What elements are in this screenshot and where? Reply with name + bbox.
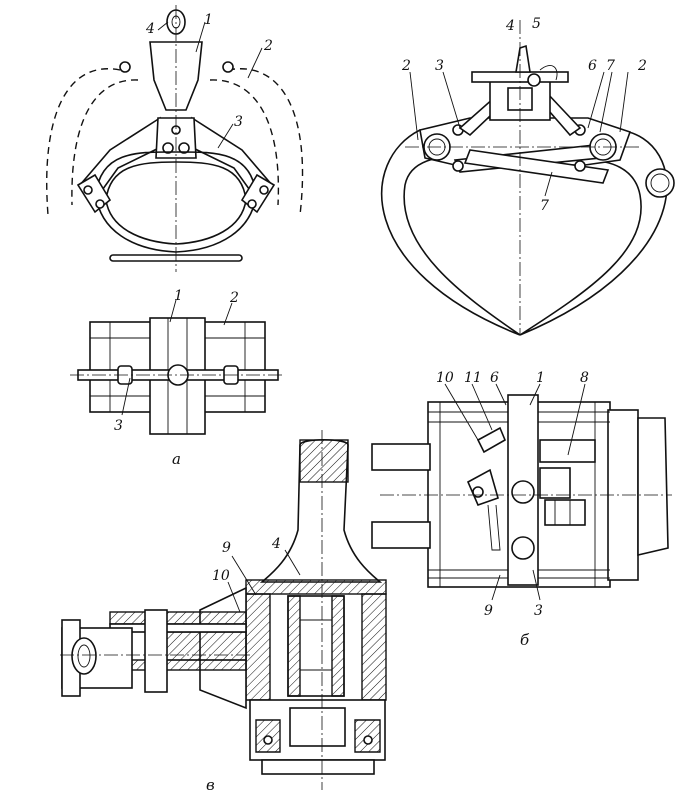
label-a-plan-2: 2	[229, 290, 239, 306]
caption-view-c: в	[206, 776, 215, 794]
label-b-plan-10: 10	[436, 370, 454, 386]
label-a-plan-1: 1	[174, 288, 183, 304]
labels-view-c: 4 9 10	[212, 536, 281, 584]
view-a-grab-front	[46, 5, 304, 272]
label-b-6: 6	[588, 58, 597, 74]
label-a-plan-3: 3	[114, 418, 123, 434]
label-a-3: 3	[234, 114, 243, 130]
leader-lines	[121, 21, 629, 613]
view-a-grab-plan	[70, 317, 285, 435]
caption-view-b: б	[520, 631, 530, 649]
label-b-3: 3	[435, 58, 444, 74]
labels-view-a-plan: 1 2 3	[114, 288, 239, 434]
label-b-2-left: 2	[401, 58, 411, 74]
label-c-9: 9	[222, 540, 231, 556]
label-b-7-bottom: 7	[540, 198, 549, 214]
view-captions: а б в	[172, 450, 530, 794]
label-b-plan-1: 1	[536, 370, 545, 386]
label-b-5: 5	[532, 16, 541, 32]
label-b-7-top: 7	[606, 58, 615, 74]
label-b-4: 4	[505, 18, 515, 34]
label-b-plan-3: 3	[534, 603, 543, 619]
label-c-10: 10	[212, 568, 230, 584]
label-a-1: 1	[204, 12, 213, 28]
view-b-grab-plan	[371, 394, 672, 588]
caption-view-a: а	[172, 450, 181, 468]
view-b-grab-front	[381, 20, 675, 336]
label-a-2: 2	[263, 38, 273, 54]
labels-view-b-top: 4 5 2 3 6 7 2 7	[401, 16, 647, 214]
label-c-4: 4	[271, 536, 281, 552]
labels-view-b-plan: 10 11 6 1 8 9 3	[436, 370, 589, 619]
label-b-2-right: 2	[637, 58, 647, 74]
label-b-plan-9: 9	[484, 603, 493, 619]
labels-view-a-top: 4 1 2 3	[145, 12, 273, 130]
label-b-plan-6: 6	[490, 370, 499, 386]
label-b-plan-11: 11	[464, 370, 482, 386]
label-b-plan-8: 8	[580, 370, 589, 386]
view-c-section	[60, 430, 387, 790]
label-a-4: 4	[145, 21, 155, 37]
